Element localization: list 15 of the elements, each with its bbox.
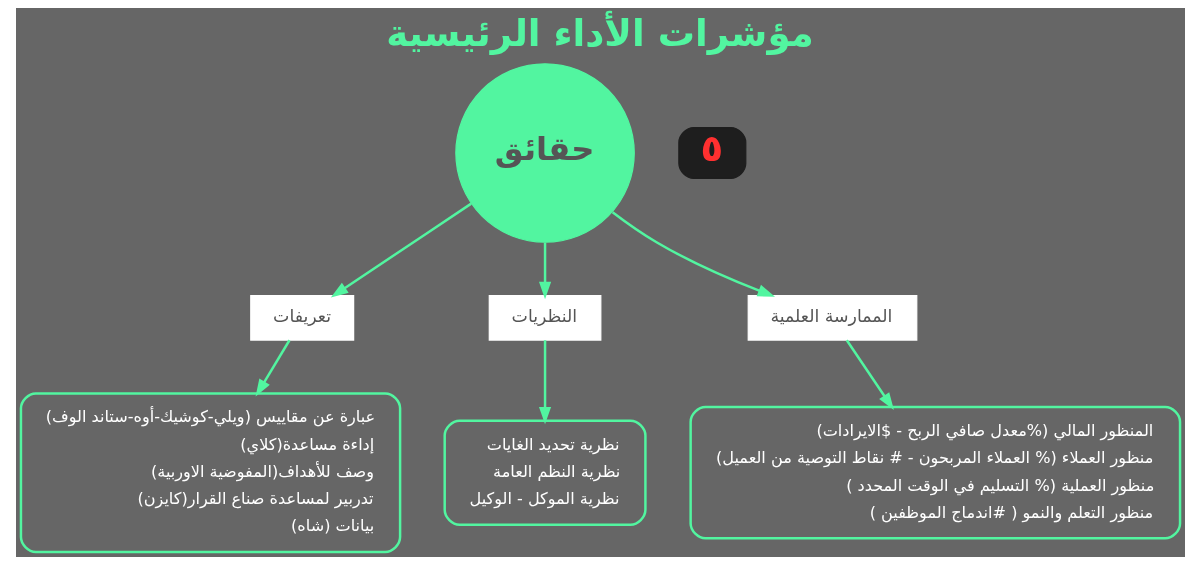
node-circle: حقائق	[454, 63, 635, 243]
arrow	[611, 211, 775, 297]
node-box: المنظور المالي (%معدل صافي الربح - $الايرادات) منظور العملاء (% العملاء المربحون - # نقاط التوصية من العميل) منظور العملية (% التسليم في الوقت المحدد ) منظور التعلم والنمو ( #اندماج الموظفين )	[688, 405, 1181, 540]
diagram-title: مؤشرات الأداء الرئيسية	[385, 11, 814, 56]
arrow	[255, 339, 291, 397]
node-box: تعريفات	[249, 294, 354, 341]
node-box: النظريات	[488, 294, 601, 341]
arrow	[330, 202, 472, 298]
node-box: نظرية تحديد الغايات نظرية النظم العامة نظرية الموكل - الوكيل	[442, 419, 647, 526]
arrow	[845, 339, 894, 411]
label: ٥	[700, 126, 723, 171]
node-box: الممارسة العلمية	[747, 294, 917, 341]
arrow	[538, 340, 551, 425]
arrow	[538, 242, 551, 300]
node-box: عبارة عن مقاييس (ويلي-كوشيك-أوه-ستاند الوف) إداءة مساعدة(كلاي) وصف للأهداف(المفوضية الاوربية) تدربير لمساعدة صناع القرار(كايزن) بيانات (شاه)	[19, 392, 401, 554]
